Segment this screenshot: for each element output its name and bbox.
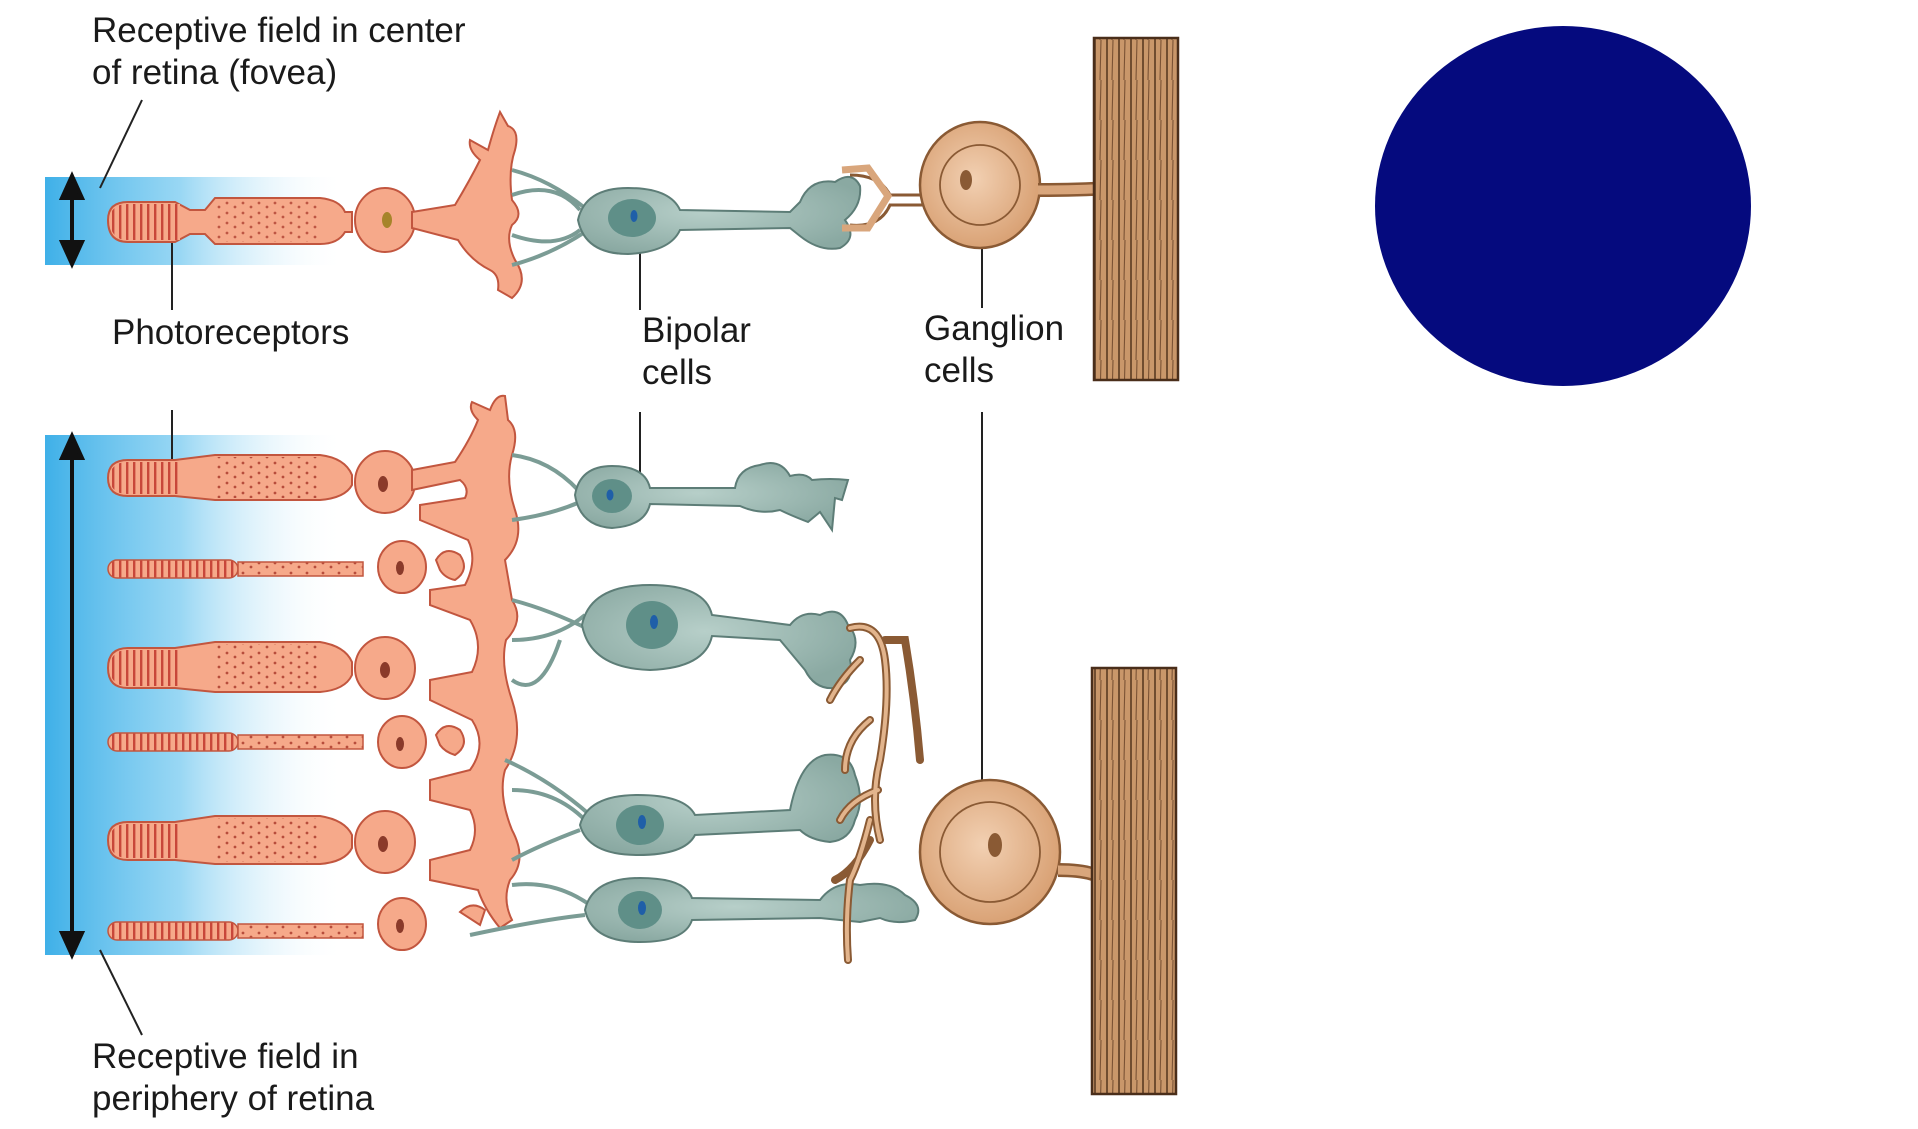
periphery-cone-2	[106, 636, 416, 700]
periphery-circuit	[106, 394, 1178, 1096]
periphery-field-label-line1: Receptive field in	[92, 1037, 359, 1076]
periphery-rod-2	[107, 715, 427, 769]
fovea-field-label-line2: of retina (fovea)	[92, 53, 338, 92]
fovea-horizontal-cell	[411, 109, 523, 300]
bipolar-cells-label-line1: Bipolar	[642, 311, 751, 350]
fovea-field-label-line1: Receptive field in center	[92, 11, 466, 50]
periphery-horizontal-cells	[411, 394, 521, 930]
periphery-bipolar-3	[504, 753, 861, 862]
periphery-bipolar-1	[511, 453, 850, 533]
fovea-circuit	[106, 36, 1180, 382]
dark-blue-circle	[1375, 26, 1751, 386]
bipolar-cells-label: Bipolar cells	[642, 310, 751, 394]
periphery-field-label: Receptive field in periphery of retina	[92, 1036, 374, 1120]
fovea-axon-bundle	[1092, 36, 1180, 382]
periphery-bipolar-4	[469, 876, 920, 944]
ganglion-cells-label-line1: Ganglion	[924, 309, 1065, 348]
fovea-field-arrow	[58, 171, 86, 269]
periphery-field-band	[45, 435, 345, 955]
periphery-field-arrow	[58, 431, 86, 960]
photoreceptors-label-text: Photoreceptors	[112, 313, 350, 352]
periphery-bipolar-2	[510, 583, 857, 690]
periphery-cone-1	[106, 450, 416, 514]
periphery-rod-1	[107, 540, 427, 594]
ganglion-cells-label: Ganglion cells	[924, 308, 1064, 392]
periphery-axon-bundle	[1090, 666, 1178, 1096]
bipolar-cells-label-line2: cells	[642, 353, 713, 392]
fovea-bipolar-cell	[511, 168, 862, 267]
periphery-label-leader	[99, 949, 143, 1036]
fovea-field-label: Receptive field in center of retina (fov…	[92, 10, 466, 94]
periphery-cone-3	[106, 810, 416, 874]
fovea-label-leader	[99, 99, 143, 189]
fovea-photoreceptor	[106, 187, 416, 253]
ganglion-cells-label-line2: cells	[924, 351, 995, 390]
periphery-rod-3	[107, 897, 427, 951]
periphery-field-label-line2: periphery of retina	[92, 1079, 375, 1118]
photoreceptors-label: Photoreceptors	[112, 312, 349, 354]
